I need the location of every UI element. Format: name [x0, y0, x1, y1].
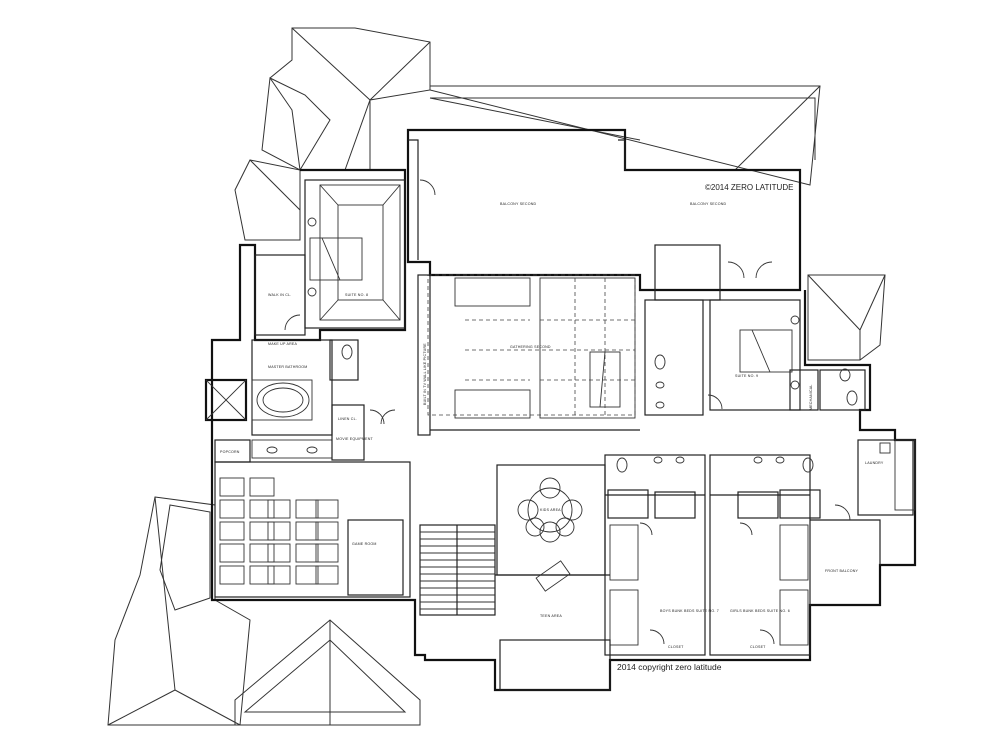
label-boys-bunk: BOYS BUNK BEDS SUITE NO. 7 — [660, 609, 719, 613]
label-front-balcony: FRONT BALCONY — [825, 569, 858, 573]
label-make-up-area: MAKE UP AREA — [268, 342, 297, 346]
roof-left-wing — [234, 159, 301, 241]
label-linen-closet: LINEN CL. — [338, 417, 357, 421]
label-closet-left: CLOSET — [668, 645, 684, 649]
stairs — [420, 525, 495, 615]
label-game-room: GAME ROOM — [352, 542, 377, 546]
fixtures — [307, 217, 891, 473]
kids-table — [517, 477, 583, 592]
label-suite-9: SUITE NO. 9 — [735, 374, 758, 378]
label-popcorn: POPCORN — [220, 450, 240, 454]
label-teen-area: TEEN AREA — [540, 614, 562, 618]
label-balcony-second-left: BALCONY SECOND — [500, 202, 536, 206]
gathering-furniture — [454, 277, 636, 419]
beds — [309, 237, 793, 373]
bed-suite-9 — [739, 329, 793, 373]
roof-hip-top-left — [269, 27, 431, 171]
label-gathering-second: GATHERING SECOND — [510, 345, 551, 349]
theater-seats — [219, 477, 339, 585]
label-closet-right: CLOSET — [750, 645, 766, 649]
roof-top-long — [429, 85, 821, 186]
label-kids-area: KIDS AREA — [540, 508, 561, 512]
label-balcony-second-right: BALCONY SECOND — [690, 202, 726, 206]
roof-bottom-left — [107, 496, 251, 726]
bed-suite-8 — [309, 237, 363, 281]
roof-bottom-hip — [234, 619, 421, 726]
label-walk-in-closet: WALK IN CL. — [268, 293, 291, 297]
label-movie-equipment: MOVIE EQUIPMENT — [336, 437, 374, 441]
label-girls-bunk: GIRLS BUNK BEDS SUITE NO. 6 — [730, 609, 790, 613]
door-swing-icon — [284, 179, 851, 645]
copyright-bottom: 2014 copyright zero latitude — [617, 662, 722, 672]
room-labels: BALCONY SECOND BALCONY SECOND SUITE NO. … — [220, 202, 884, 649]
label-mechanical: MECHANICAL — [809, 384, 813, 410]
label-suite-8: SUITE NO. 8 — [345, 293, 368, 297]
roof-right — [807, 274, 886, 361]
roof-outlines — [107, 27, 886, 726]
interior-walls — [204, 179, 916, 691]
label-built-in-tv: BUILT IN TV WALL LIKE PICTURE — [423, 343, 427, 405]
label-laundry: LAUNDRY — [865, 461, 884, 465]
copyright-top: ©2014 ZERO LATITUDE — [705, 183, 793, 192]
label-master-bathroom: MASTER BATHROOM — [268, 365, 307, 369]
